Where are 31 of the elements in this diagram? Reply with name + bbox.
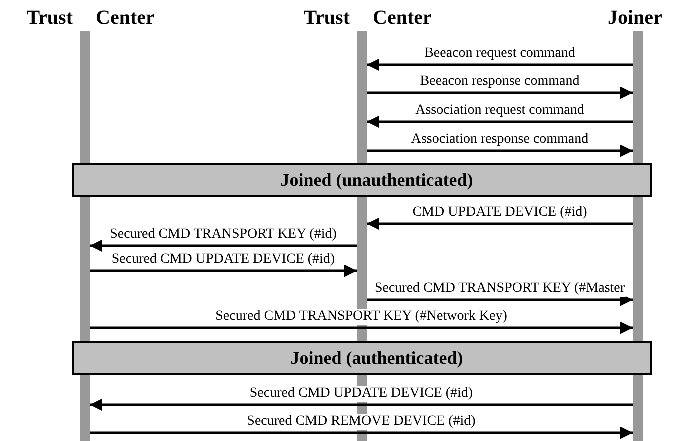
message-label: Secured CMD TRANSPORT KEY (#Master bbox=[374, 281, 626, 297]
message-arrow bbox=[367, 116, 633, 128]
lifeline-header: Center bbox=[373, 6, 432, 30]
lifeline-header: Trust bbox=[26, 6, 73, 30]
message-arrow bbox=[367, 218, 633, 230]
message-label: Secured CMD TRANSPORT KEY (#id) bbox=[109, 227, 338, 243]
message-label: Secured CMD REMOVE DEVICE (#id) bbox=[246, 414, 477, 430]
message-arrow bbox=[90, 322, 633, 334]
message-arrow bbox=[90, 264, 357, 278]
state-band bbox=[72, 163, 652, 197]
message-label: Secured CMD UPDATE DEVICE (#id) bbox=[110, 252, 336, 268]
lifeline-header: Joiner bbox=[608, 6, 662, 30]
message-label: Beeacon request command bbox=[424, 46, 576, 62]
message-label: Association response command bbox=[410, 132, 590, 148]
lifeline-header: Center bbox=[96, 6, 155, 30]
message-label: Secured CMD TRANSPORT KEY (#Network Key) bbox=[214, 309, 508, 325]
message-arrow bbox=[90, 426, 633, 440]
message-label: Secured CMD UPDATE DEVICE (#id) bbox=[248, 386, 474, 402]
message-arrow bbox=[367, 294, 633, 306]
state-band bbox=[72, 341, 652, 375]
message-label: CMD UPDATE DEVICE (#id) bbox=[412, 205, 588, 221]
message-arrow bbox=[367, 144, 633, 158]
message-label: Beeacon response command bbox=[419, 74, 581, 90]
message-label: Association request command bbox=[414, 103, 586, 119]
message-arrow bbox=[367, 86, 633, 100]
state-label: Joined (authenticated) bbox=[290, 349, 464, 367]
lifeline-header: Trust bbox=[304, 6, 350, 30]
message-arrow bbox=[367, 58, 633, 72]
message-arrow bbox=[90, 240, 357, 252]
state-label: Joined (unauthenticated) bbox=[280, 171, 474, 189]
message-arrow bbox=[90, 398, 633, 412]
